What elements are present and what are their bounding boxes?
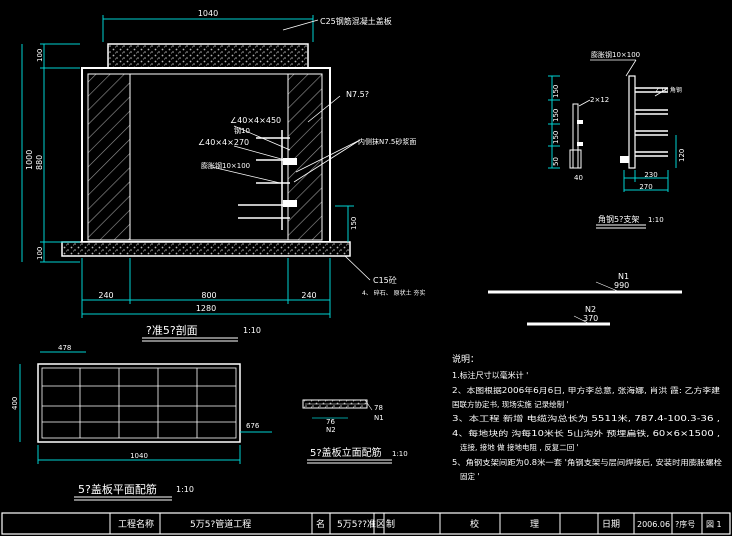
note-line: 国联方协定书, 现场实施 记录绘制 ' <box>452 399 569 409</box>
wall-note: N7.5? <box>346 90 369 99</box>
left-wall <box>87 73 131 241</box>
dim-left-880: 880 <box>35 155 44 170</box>
tb-date: 2006.06 <box>637 520 670 529</box>
dim-left-1000: 1000 <box>25 150 34 170</box>
dim-240a: 240 <box>98 291 113 300</box>
base-slab <box>61 241 351 257</box>
tb-sheet: 図 1 <box>706 520 722 529</box>
dim-1280: 1280 <box>196 304 216 313</box>
inner-cavity <box>129 73 289 241</box>
note-line: 2、本图根据2006年6月6日, 甲方李总意, 张海娜, 肖洪 霞: 乙方李建 <box>452 385 721 395</box>
bracket-dim-230: 230 <box>644 171 657 179</box>
notes-block: 说明： 1.标注尺寸以毫米计 ' 2、本图根据2006年6月6日, 甲方李总意,… <box>452 353 723 481</box>
section-scale: 1:10 <box>243 326 261 335</box>
base-note-2: 4、 碎石、 原状土 夯实 <box>362 289 426 297</box>
note-line: 4、每地块的 沟每10米长 5山沟外 预埋扁铁, 60×6×1500 , <box>452 428 720 438</box>
plan-dim-top: 478 <box>58 344 71 352</box>
bracket-scale: 1:10 <box>648 216 664 224</box>
n1-length: 990 <box>614 281 629 290</box>
bracket-dim-40: 40 <box>574 174 583 182</box>
tb-approved: 理 <box>530 519 539 530</box>
elev-title: 5?盖板立面配筋 <box>310 446 382 459</box>
bracket-dim-50: 50 <box>552 157 560 166</box>
bracket-dim-270: 270 <box>639 183 652 191</box>
n2-length: 370 <box>583 314 598 323</box>
tb-date-label: 日期 <box>602 519 620 530</box>
plan-dim-bottom: 1040 <box>130 452 148 460</box>
cover-note: C25钢筋混凝土盖板 <box>320 16 392 26</box>
tb-drawing-name: 5万5??准区 <box>337 519 385 530</box>
elevation-view: 78 76 N1 N2 5?盖板立面配筋 1:10 <box>302 399 408 464</box>
dim-left-100a: 100 <box>36 49 44 62</box>
note-line: 1.标注尺寸以毫米计 ' <box>452 370 528 380</box>
right-wall <box>287 73 323 241</box>
dim-right-150: 150 <box>350 217 358 230</box>
wall-note-2: 内侧抹N7.5砂浆面 <box>358 137 416 146</box>
plan-title: 5?盖板平面配筋 <box>78 482 157 496</box>
section-view: 1040 C25钢筋混凝土盖板 N7.5? ∠40× <box>21 9 426 342</box>
angle-label-1: ∠40×4×450 <box>230 116 281 125</box>
elev-dim-78: 78 <box>374 404 383 412</box>
elev-n2: N2 <box>326 426 336 434</box>
bracket-dim-150a: 150 <box>552 85 560 98</box>
dim-800: 800 <box>201 291 216 300</box>
title-block: 工程名称 5万5?管道工程 名 5万5??准区 制 校 理 日期 2006.06… <box>1 512 731 535</box>
rebar-pieces: N1 990 N2 370 <box>488 272 682 326</box>
elev-dim-76: 76 <box>326 418 335 426</box>
note-line: 固定 ' <box>460 471 479 481</box>
tb-checked: 校 <box>470 518 479 530</box>
n1-label: N1 <box>618 272 629 281</box>
plan-dim-right: 676 <box>246 422 260 430</box>
tb-project-name: 5万5?管道工程 <box>190 518 251 530</box>
rebar-label: 钢10 <box>234 126 250 135</box>
bracket-title: 角钢5?支架 <box>598 214 639 224</box>
notes-heading: 说明： <box>452 353 479 365</box>
plan-view: 478 400 676 1040 5?盖板平面配筋 1:10 <box>11 344 272 501</box>
bracket-top-label: 膨胀钢10×100 <box>591 50 640 59</box>
section-title: ?准5?剖面 <box>146 323 198 337</box>
bracket-2x12: 2×12 <box>590 96 609 104</box>
cover-slab <box>107 43 309 69</box>
elev-n1: N1 <box>374 414 384 422</box>
dim-top-width: 1040 <box>198 9 218 18</box>
rebar-label-2: 膨胀钢10×100 <box>201 161 250 170</box>
note-line: 连接, 接地 做 接地电阻 , 反复二回 ' <box>460 442 579 452</box>
bracket-detail: 膨胀钢10×100 ∠10 角钢 2×12 <box>548 50 686 229</box>
bracket-post <box>628 75 636 169</box>
bracket-dim-150b: 150 <box>552 109 560 122</box>
n2-label: N2 <box>585 305 596 314</box>
bracket-dim-150c: 150 <box>552 131 560 144</box>
tb-name-label: 名 <box>316 518 325 530</box>
dim-240b: 240 <box>301 291 316 300</box>
dim-left-100b: 100 <box>36 247 44 260</box>
plan-dim-left: 400 <box>11 397 19 410</box>
base-note: C15砼 <box>373 275 397 285</box>
bracket-angle-label: ∠10 角钢 <box>655 86 682 94</box>
tb-seq-label: ?序号 <box>675 519 695 529</box>
note-line: 5、角钢支架间距为0.8米一套 '角钢支架与层间焊接后, 安装时用膨胀螺栓 <box>452 457 723 467</box>
elev-scale: 1:10 <box>392 450 408 458</box>
angle-label-2: ∠40×4×270 <box>198 138 249 147</box>
plan-scale: 1:10 <box>176 485 194 494</box>
plan-outline <box>37 363 241 443</box>
note-line: 3、本工程 新增 电缆沟总长为 5511米, 787.4-100.3-36 , <box>452 413 720 423</box>
tb-project-label: 工程名称 <box>118 518 154 530</box>
tb-made-by: 制 <box>386 518 395 530</box>
bracket-dim-120: 120 <box>678 149 686 162</box>
